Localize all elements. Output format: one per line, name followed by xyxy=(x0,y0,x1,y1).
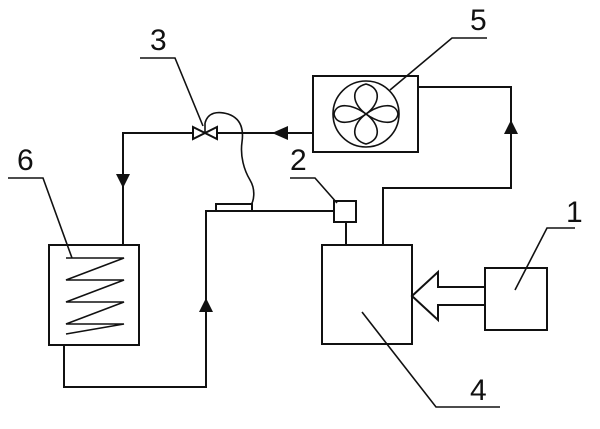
label-1: 1 xyxy=(566,196,583,229)
number-labels: 1 2 3 4 5 6 xyxy=(17,4,583,407)
arrow-up-icon xyxy=(199,298,213,312)
component-2-sensor-box xyxy=(333,200,357,223)
leader-2 xyxy=(290,177,338,204)
arrow-up-icon xyxy=(504,120,518,134)
arrow-left-icon xyxy=(272,126,288,140)
leader-4 xyxy=(361,311,500,408)
label-3: 3 xyxy=(150,24,167,57)
evaporator-box xyxy=(48,244,140,346)
sensing-bulb xyxy=(215,203,253,212)
leader-3 xyxy=(140,57,204,127)
leader-1 xyxy=(514,227,575,291)
fan-icon xyxy=(332,80,400,148)
leader-5 xyxy=(389,37,487,91)
component-4-compressor-box xyxy=(321,244,413,345)
arrow-down-icon xyxy=(116,174,130,188)
label-4: 4 xyxy=(470,374,487,407)
label-5: 5 xyxy=(470,4,487,37)
label-6: 6 xyxy=(17,144,34,177)
pipe-compressor-to-condenser xyxy=(382,86,512,246)
coil-icon xyxy=(65,257,125,335)
component-3-valve xyxy=(192,111,255,212)
leader-lines xyxy=(8,37,575,408)
label-2: 2 xyxy=(290,144,307,177)
component-5-fan-unit xyxy=(312,75,419,153)
component-1-drive-box xyxy=(484,267,548,331)
component-6-evaporator xyxy=(48,244,140,346)
valve-icon xyxy=(192,123,218,141)
capillary-tube xyxy=(204,111,255,207)
flow-arrows xyxy=(116,120,518,312)
drive-arrow-icon xyxy=(410,269,486,323)
leader-6 xyxy=(8,177,73,259)
